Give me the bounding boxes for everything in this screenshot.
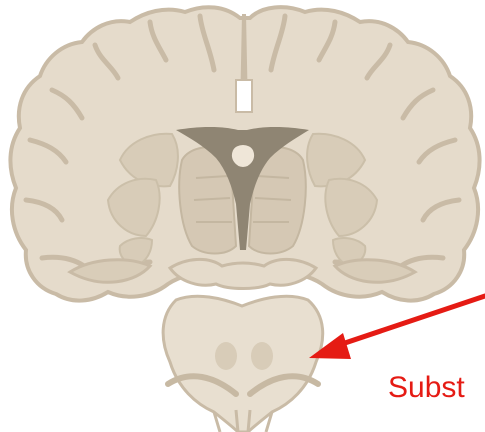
fissure-gap bbox=[236, 80, 252, 112]
red-nucleus-left bbox=[215, 342, 237, 370]
red-nucleus-right bbox=[251, 342, 273, 370]
arrow-shaft bbox=[336, 296, 485, 346]
midbrain-outline bbox=[163, 296, 323, 432]
midbrain-section bbox=[163, 296, 323, 432]
structure-label: Subst bbox=[388, 368, 485, 408]
hypothalamus bbox=[170, 259, 316, 288]
arrow-pointer-icon bbox=[309, 296, 485, 359]
fornix bbox=[231, 144, 255, 168]
coronal-brain-section bbox=[10, 7, 479, 300]
